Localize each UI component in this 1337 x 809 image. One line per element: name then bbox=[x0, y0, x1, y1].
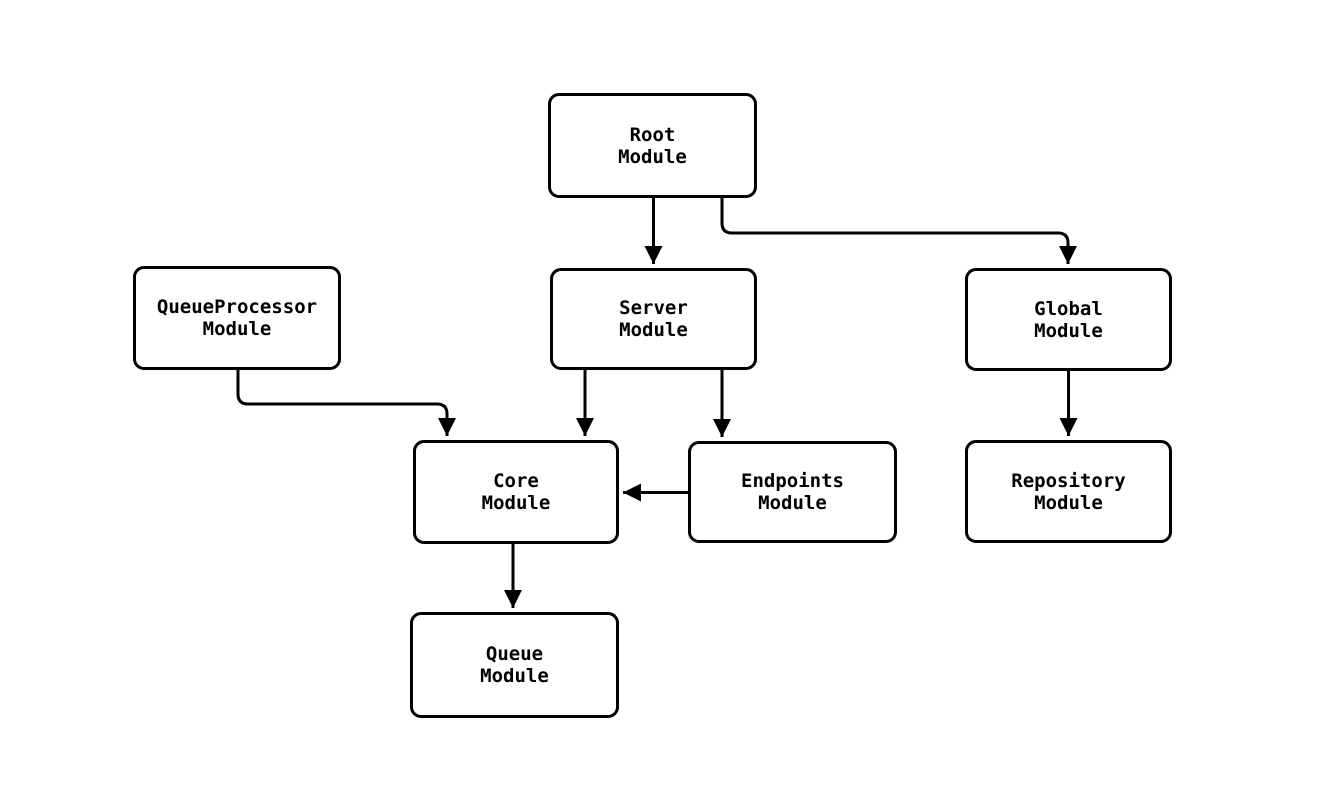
node-server-module: Server Module bbox=[550, 268, 757, 370]
node-queue-module: Queue Module bbox=[410, 612, 619, 718]
node-root-module: Root Module bbox=[548, 93, 757, 198]
node-core-module: Core Module bbox=[413, 440, 619, 544]
edge-root-to-global bbox=[720, 198, 1077, 264]
node-endpoints-module-label: Endpoints Module bbox=[741, 470, 844, 514]
node-queue-module-label: Queue Module bbox=[480, 643, 549, 687]
node-repository-module-label: Repository Module bbox=[1011, 469, 1126, 514]
node-root-module-label: Root Module bbox=[618, 123, 687, 168]
edge-queueprocessor-to-core bbox=[236, 370, 456, 436]
node-queueprocessor-module: QueueProcessor Module bbox=[133, 266, 341, 370]
node-server-module-label: Server Module bbox=[619, 297, 688, 341]
node-core-module-label: Core Module bbox=[481, 470, 551, 514]
node-global-module: Global Module bbox=[965, 268, 1172, 371]
node-endpoints-module: Endpoints Module bbox=[688, 441, 897, 543]
node-queueprocessor-module-label: QueueProcessor Module bbox=[156, 296, 318, 340]
node-repository-module: Repository Module bbox=[965, 440, 1172, 543]
node-global-module-label: Global Module bbox=[1034, 297, 1103, 342]
